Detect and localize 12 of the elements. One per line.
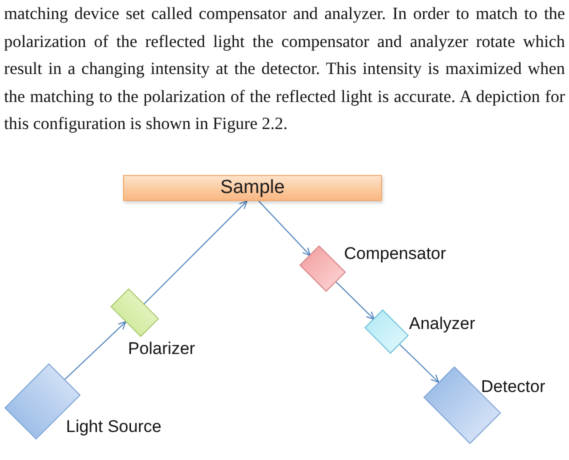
body-paragraph: matching device set called compensator and analyzer. In order to match to the polarization of the reflected light the compensator and analyzer rotate which result in a changing intensity at the detector. This intensity is maximized when the matching to the polarization of the reflected light is accurate. A depiction for this configuration is shown in Figure 2.2. [4,3,565,135]
arrow [143,200,248,305]
component-label: Analyzer [408,312,476,334]
component-label: Compensator [344,243,446,264]
component-label: Detector [480,376,546,397]
arrow [258,200,311,256]
arrow [399,344,440,383]
arrow [64,321,126,380]
component-label: Light Source [66,416,162,437]
arrow [336,282,375,320]
sample-plate: Sample [123,175,382,201]
component-label: Polarizer [128,338,196,359]
